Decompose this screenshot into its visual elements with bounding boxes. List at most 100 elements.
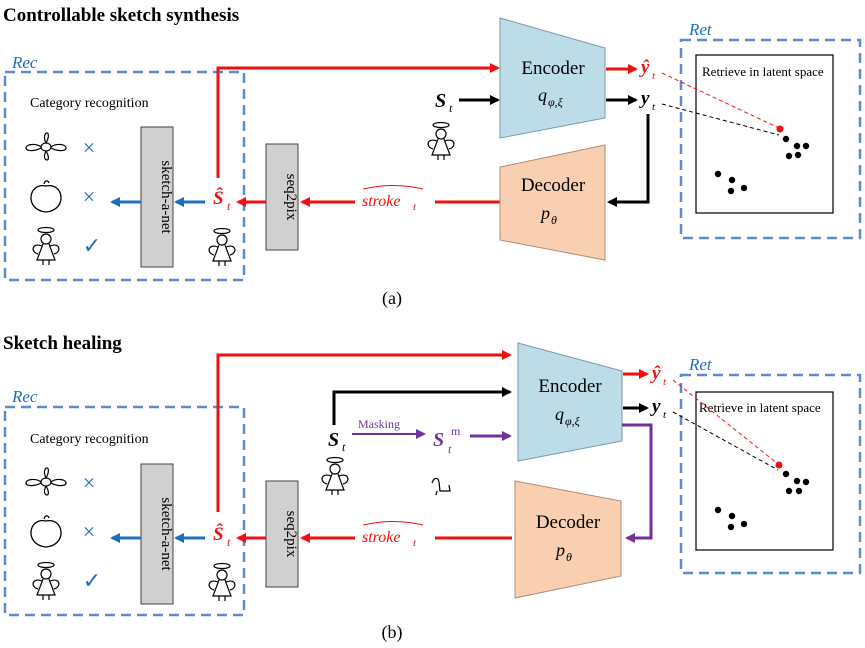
- retrieve-label-a: Retrieve in latent space: [702, 64, 824, 79]
- propeller-sketch-icon-b: [25, 467, 67, 496]
- pumpkin-sketch-icon-b: [30, 515, 62, 548]
- latent-point: [782, 470, 790, 478]
- cross-mark-2-b: ×: [83, 519, 95, 544]
- latent-point: [793, 477, 801, 485]
- decoder-param-b: p: [554, 540, 565, 560]
- s-hat-b: Ŝ: [213, 523, 224, 545]
- panel-a: Controllable sketch synthesis Rec Catego…: [3, 5, 862, 309]
- s-hat-sub-b: t: [227, 535, 231, 549]
- red-dashed-line-a: [661, 72, 780, 129]
- encoder-label-b: Encoder: [538, 376, 602, 397]
- partial-sketch-icon-b: [431, 477, 451, 496]
- latent-points-a: [714, 125, 810, 195]
- cross-mark-2-a: ×: [83, 184, 95, 209]
- sketch-a-net-box-a: [140, 126, 174, 268]
- y-a: y: [639, 88, 650, 109]
- latent-point: [740, 520, 748, 528]
- encoder-a: [499, 17, 606, 139]
- propeller-sketch-icon-a: [25, 132, 67, 161]
- seq2pix-label-b: seq2pix: [283, 511, 299, 558]
- encoder-sub-a: φ,ξ: [548, 95, 564, 109]
- latent-point: [728, 512, 736, 520]
- cross-mark-1-b: ×: [83, 470, 95, 495]
- angel-output-icon-a: [208, 227, 236, 267]
- latent-point: [802, 478, 810, 486]
- y-sub-a: t: [652, 101, 656, 113]
- y-hat-sub-a: t: [652, 70, 656, 82]
- panel-a-title: Controllable sketch synthesis: [3, 5, 239, 26]
- latent-point: [727, 187, 735, 195]
- latent-point: [794, 151, 802, 159]
- query-point-b: [775, 461, 783, 469]
- encoder-param-a: q: [538, 85, 547, 105]
- red-arrow-top-b: [216, 350, 512, 512]
- s-input-sub-b: t: [342, 440, 346, 454]
- s-input-b: S: [328, 429, 339, 451]
- stroke-sub-b: t: [413, 537, 417, 549]
- encoder-param-b: q: [555, 404, 564, 424]
- decoder-label-a: Decoder: [521, 175, 586, 196]
- decoder-a: [499, 144, 606, 261]
- rec-label-b: Rec: [11, 387, 38, 406]
- s-hat-sub-a: t: [227, 199, 231, 213]
- black-dashed-line-a: [661, 103, 780, 136]
- ret-label-b: Ret: [688, 355, 713, 374]
- check-mark-b: ✓: [83, 568, 101, 593]
- pumpkin-sketch-icon-a: [30, 180, 62, 213]
- sketch-a-net-box-b: [140, 463, 174, 605]
- decoder-sub-b: θ: [566, 550, 572, 564]
- sketch-a-net-label-b: sketch-a-net: [158, 497, 174, 571]
- latent-point: [785, 152, 793, 160]
- check-mark-a: ✓: [83, 233, 101, 258]
- seq2pix-label-a: seq2pix: [283, 174, 299, 221]
- latent-point: [728, 176, 736, 184]
- latent-point: [785, 487, 793, 495]
- stroke-sub-a: t: [413, 201, 417, 213]
- s-masked-sup-b: m: [451, 424, 461, 438]
- latent-points-b: [714, 461, 810, 531]
- cross-mark-1-a: ×: [83, 135, 95, 160]
- masking-label-b: Masking: [358, 417, 400, 431]
- latent-space-box-a: [695, 54, 834, 214]
- latent-point: [740, 184, 748, 192]
- y-b: y: [650, 396, 661, 417]
- latent-point: [802, 142, 810, 150]
- caption-a: (a): [382, 288, 402, 309]
- latent-point: [727, 523, 735, 531]
- angel-output-icon-b: [208, 562, 236, 602]
- y-hat-b: ŷ: [650, 363, 661, 384]
- seq2pix-box-a: [265, 143, 299, 251]
- retrieve-label-b: Retrieve in latent space: [699, 400, 821, 415]
- sketch-a-net-label-a: sketch-a-net: [158, 160, 174, 234]
- s-input-sub-a: t: [449, 101, 453, 115]
- s-masked-sub-b: t: [448, 442, 452, 456]
- encoder-sub-b: φ,ξ: [565, 414, 581, 428]
- seq2pix-box-b: [265, 480, 299, 588]
- stroke-label-a: stroke: [362, 193, 401, 210]
- latent-point: [782, 135, 790, 143]
- y-sub-b: t: [663, 409, 667, 421]
- black-arrow-input-b: [332, 387, 512, 425]
- rec-label-a: Rec: [11, 53, 38, 72]
- angel-sketch-icon-a: [32, 226, 60, 266]
- angel-sketch-icon-b: [32, 561, 60, 601]
- encoder-label-a: Encoder: [521, 58, 585, 79]
- category-recognition-b: Category recognition: [30, 432, 149, 447]
- latent-space-box-b: [695, 391, 834, 551]
- latent-point: [714, 170, 722, 178]
- ret-box-a: [679, 38, 862, 240]
- black-arrow-decoder-in-a: [607, 114, 650, 207]
- rec-box-b: [3, 405, 246, 617]
- encoder-b: [517, 342, 623, 462]
- decoder-sub-a: θ: [551, 213, 557, 227]
- decoder-param-a: p: [539, 203, 550, 223]
- purple-arrow-decoder-in-b: [622, 423, 653, 543]
- latent-point: [714, 506, 722, 514]
- stroke-label-b: stroke: [362, 529, 401, 546]
- s-input-a: S: [435, 90, 446, 112]
- decoder-b: [514, 480, 622, 599]
- caption-b: (b): [382, 622, 403, 643]
- decoder-label-b: Decoder: [536, 512, 601, 533]
- ret-box-b: [679, 373, 862, 575]
